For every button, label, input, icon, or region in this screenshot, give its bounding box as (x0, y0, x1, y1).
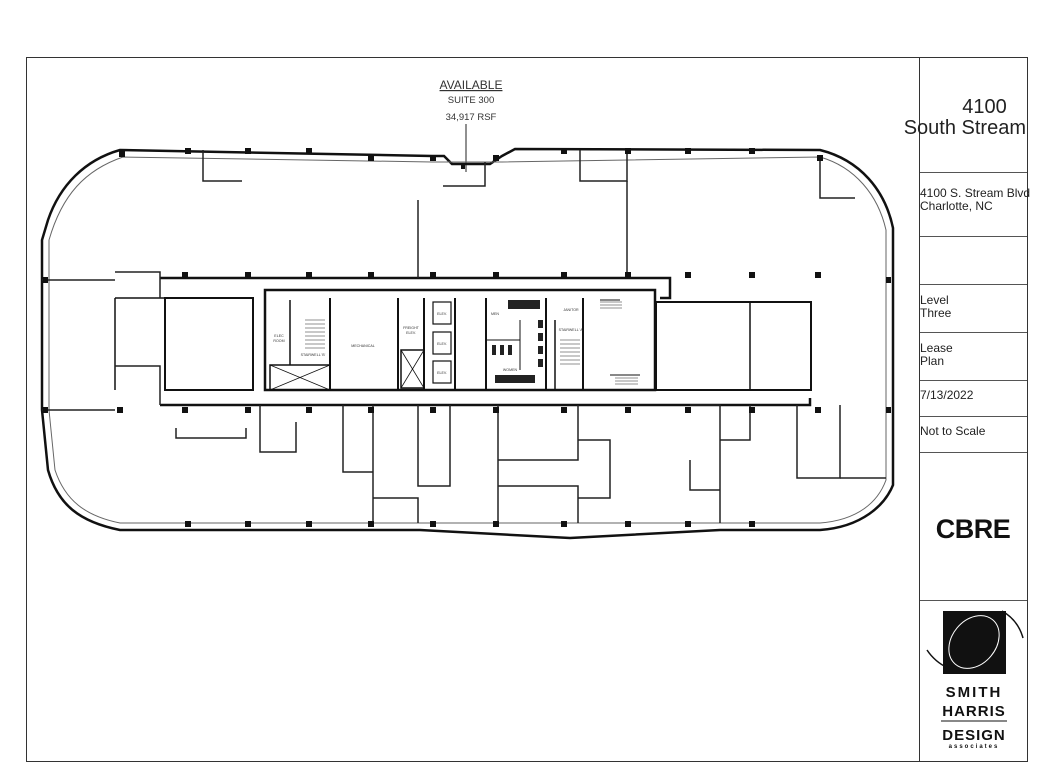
elevator-3-label: ELEV. (437, 371, 447, 375)
logo-smith: SMITH (946, 684, 1003, 701)
freight-elev-label-2: ELEV. (406, 331, 416, 335)
building-number: 4100 (962, 96, 1007, 118)
cbre-logo: CBRE (936, 514, 1011, 544)
mechanical-label: MECHANICAL (351, 344, 375, 348)
level-value: Three (920, 306, 952, 320)
freight-elev-label: FREIGHT (403, 326, 420, 330)
address: 4100 S. Stream Blvd Charlotte, NC (920, 187, 1030, 213)
janitor-label: JANITOR (563, 308, 579, 312)
plan-type-line2: Plan (920, 354, 945, 368)
building-name-line2: South Stream (903, 117, 1026, 139)
scale-note: Not to Scale (920, 424, 986, 438)
office-partitions (42, 150, 886, 523)
plan-date: 7/13/2022 (920, 388, 974, 402)
address-city: Charlotte, NC (920, 199, 993, 213)
elec-room-label: ELEC (274, 334, 284, 338)
address-street: 4100 S. Stream Blvd (920, 186, 1031, 200)
building-outline (40, 147, 895, 540)
womens-restroom-label: WOMEN (503, 368, 518, 372)
area-label: 34,917 RSF (446, 112, 497, 123)
mens-restroom-label: MEN (491, 312, 499, 316)
elec-room-label-2: ROOM (273, 339, 284, 343)
sheet-border (26, 57, 1028, 762)
stair-treads (305, 301, 638, 385)
building-name: 4100 (920, 96, 1037, 119)
plan-type: Lease Plan (920, 342, 953, 368)
suite-label: SUITE 300 (448, 95, 494, 106)
stairwell-b-label: STAIRWELL 'B' (301, 353, 326, 357)
elevator-2-label: ELEV. (437, 342, 447, 346)
title-block-rows (920, 172, 1027, 601)
logo-associates: associates (949, 744, 1000, 750)
elevator-1-label: ELEV. (437, 312, 447, 316)
core (114, 276, 812, 407)
logo-design: DESIGN (942, 727, 1006, 744)
level-label: Level (920, 293, 949, 307)
availability-label: AVAILABLE (440, 78, 503, 92)
logo-harris: HARRIS (942, 703, 1006, 720)
smith-harris-design-logo: SMITH HARRIS DESIGN associates (926, 610, 1024, 750)
structural-columns (43, 148, 891, 527)
level: Level Three (920, 294, 951, 320)
stairwell-a-label: STAIRWELL 'A' (559, 328, 584, 332)
plan-type-line1: Lease (920, 341, 953, 355)
restroom-fixtures (492, 300, 543, 383)
